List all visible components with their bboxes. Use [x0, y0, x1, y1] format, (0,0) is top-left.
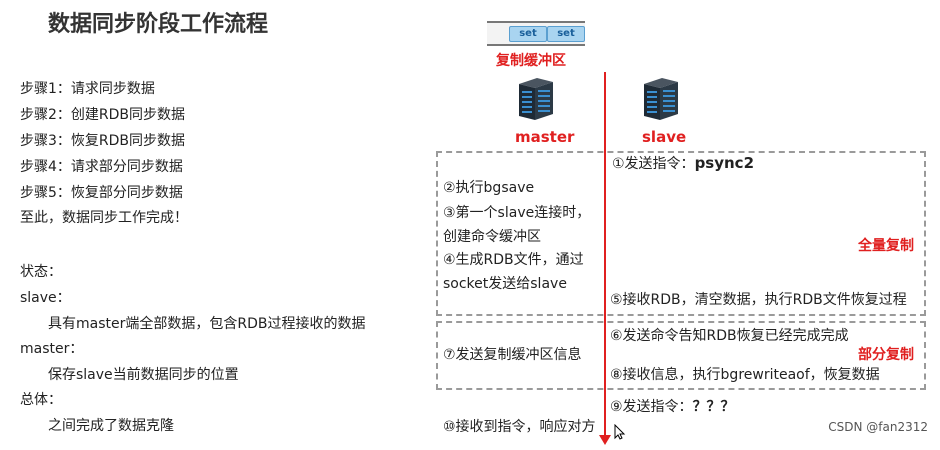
buffer-label: 复制缓冲区 — [496, 53, 566, 69]
step-4: 步骤4：请求部分同步数据 — [20, 159, 183, 175]
buffer-set-chip: set — [509, 26, 547, 42]
overall-label: 总体： — [20, 392, 62, 408]
timeline-arrow-icon — [599, 432, 611, 450]
slave-label: slave： — [20, 290, 71, 306]
step-2: 步骤2：创建RDB同步数据 — [20, 107, 186, 123]
master-label: master： — [20, 341, 84, 357]
flow-step-9-cmd: ？？？ — [692, 399, 735, 415]
partial-sync-label: 部分复制 — [858, 347, 914, 363]
flow-step-6: ⑥发送命令告知RDB恢复已经完成完成 — [610, 328, 849, 344]
flow-step-7: ⑦发送复制缓冲区信息 — [443, 347, 582, 363]
flow-step-4-line1: ④生成RDB文件，通过 — [443, 252, 584, 268]
flow-step-5: ⑤接收RDB，清空数据，执行RDB文件恢复过程 — [610, 292, 907, 308]
flow-step-1: ①发送指令：psync2 — [612, 153, 754, 173]
flow-step-8: ⑧接收信息，执行bgrewriteaof，恢复数据 — [610, 367, 880, 383]
slave-desc: 具有master端全部数据，包含RDB过程接收的数据 — [48, 316, 366, 332]
flow-step-9-text: ⑨发送指令： — [610, 399, 693, 415]
overall-desc: 之间完成了数据克隆 — [48, 418, 174, 434]
flow-step-1-cmd: psync2 — [694, 154, 755, 172]
master-label: master — [515, 128, 575, 146]
status-label: 状态： — [20, 264, 62, 280]
full-sync-label: 全量复制 — [858, 238, 914, 254]
flow-step-9: ⑨发送指令：？？？ — [610, 396, 735, 416]
slave-label: slave — [642, 128, 687, 146]
flow-step-1-text: ①发送指令： — [612, 156, 695, 172]
summary-line: 至此，数据同步工作完成！ — [20, 210, 188, 226]
mouse-cursor-icon — [614, 423, 626, 445]
step-3: 步骤3：恢复RDB同步数据 — [20, 133, 186, 149]
partial-sync-box — [436, 321, 926, 390]
page-title: 数据同步阶段工作流程 — [48, 12, 269, 37]
flow-step-3-line1: ③第一个slave连接时， — [443, 205, 591, 221]
buffer-set-chip: set — [547, 26, 585, 42]
flow-step-10: ⑩接收到指令，响应对方 — [443, 419, 596, 435]
replication-buffer: set set — [487, 21, 585, 46]
full-sync-box — [436, 151, 926, 316]
watermark: CSDN @fan2312 — [828, 420, 928, 434]
flow-step-3-line2: 创建命令缓冲区 — [443, 229, 541, 245]
timeline-divider — [604, 72, 606, 438]
master-server-icon — [515, 76, 555, 122]
flow-step-2: ②执行bgsave — [443, 180, 535, 196]
master-desc: 保存slave当前数据同步的位置 — [48, 367, 239, 383]
step-1: 步骤1：请求同步数据 — [20, 81, 155, 97]
flow-step-4-line2: socket发送给slave — [443, 276, 567, 292]
slave-server-icon — [640, 76, 680, 122]
step-5: 步骤5：恢复部分同步数据 — [20, 185, 183, 201]
